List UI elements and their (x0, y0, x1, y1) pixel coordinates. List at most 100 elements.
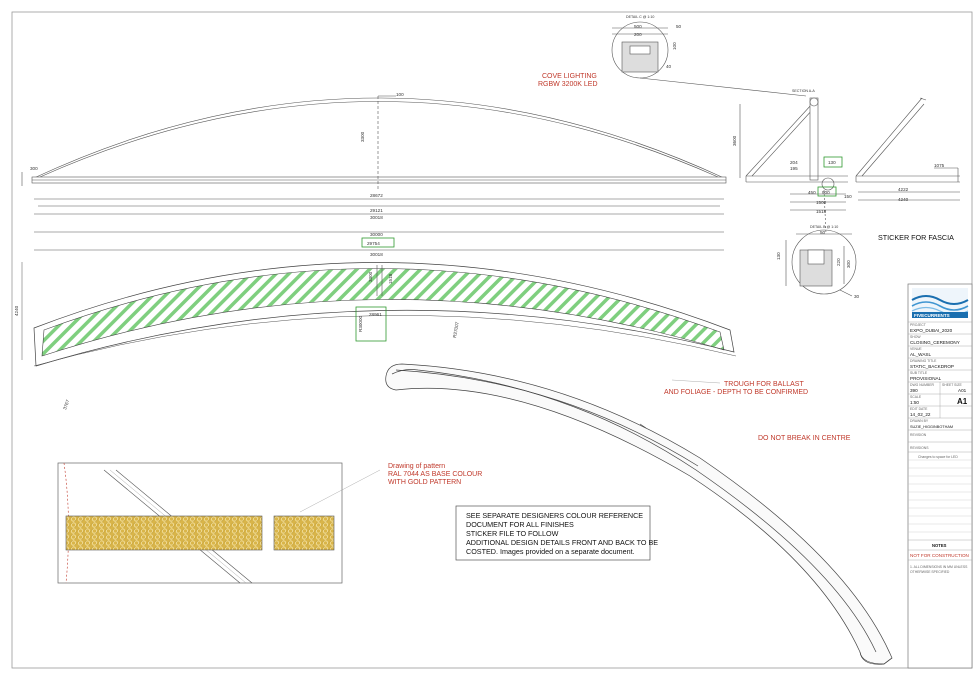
detail-c (611, 21, 807, 97)
tb-venue-label: VENUE (910, 347, 922, 351)
pattern-label-line3: WITH GOLD PATTERN (388, 479, 461, 486)
dim-4240: 4240 (14, 305, 19, 316)
dim-c-100: 100 (672, 42, 677, 50)
dim-29121: 29121 (370, 208, 383, 213)
dim-box-29754 (361, 237, 395, 248)
dim-s-204: 204 (790, 160, 798, 165)
tb-drawing-title: STATIC_BACKDROP (910, 364, 954, 369)
tb-dwg-number: 390 (910, 388, 918, 393)
title-block (907, 283, 973, 669)
dim-s-450: 450 (808, 190, 816, 195)
tb-sheet-size: A01 (958, 388, 967, 393)
dim-c-50: 50 (676, 24, 682, 29)
logo-text: FIVECURRENTS (914, 313, 950, 318)
dim-b-50: 50 (820, 230, 826, 235)
dim-c-500: 500 (634, 24, 642, 29)
dim-s-1518: 1518 (816, 209, 827, 214)
arch-plan (21, 262, 737, 367)
tb-date-label: EDIT DATE (910, 407, 928, 411)
tb-notes-line1: 1. ALL DIMENSIONS IN MM UNLESS (910, 565, 968, 569)
dim-30018-bottom: 30018 (370, 252, 383, 257)
tb-project: EXPO_DUBAI_2020 (910, 328, 953, 333)
dim-100: 100 (396, 92, 404, 97)
tb-venue: AL_WASL (910, 352, 931, 357)
dim-r30000: R30000 (358, 315, 363, 332)
dim-3767: 3767 (62, 399, 70, 411)
dim-b-130: 130 (776, 252, 781, 260)
side-elevation (855, 97, 960, 201)
tb-scale-label: SCALE (910, 395, 922, 399)
tb-show: CLOSING_CEREMONY (910, 340, 960, 345)
pattern-detail (57, 462, 381, 584)
dim-s-1075: 1075 (934, 163, 945, 168)
dim-box-s-130 (823, 156, 843, 168)
dim-28961: 28961 (369, 312, 382, 317)
dim-s-150: 150 (844, 194, 852, 199)
logo-wave-1 (911, 295, 969, 305)
detail-b-title: DETAIL B @ 1:10 (810, 225, 838, 229)
dim-29754: 29754 (367, 241, 380, 246)
arch-isometric (385, 363, 893, 665)
note-line1: SEE SEPARATE DESIGNERS COLOUR REFERENCE (466, 511, 643, 520)
dim-3300: 3300 (360, 131, 365, 142)
tb-revision-label: REVISION (910, 433, 927, 437)
tb-sub-title-label: SUB TITLE (910, 371, 928, 375)
section-aa (739, 97, 848, 235)
tb-show-label: SHOW (910, 335, 921, 339)
tb-revisions-header: REVISIONS (910, 446, 929, 450)
tb-dwg-number-label: DWG NUMBER (910, 383, 934, 387)
dim-s-3600: 3600 (732, 135, 737, 146)
tb-paper-size: A1 (957, 397, 968, 406)
no-break-label: DO NOT BREAK IN CENTRE (758, 435, 851, 442)
note-line5: COSTED. Images provided on a separate do… (466, 547, 635, 556)
tb-drawn-by: SUZIE_HIGGINBOTHAM (910, 425, 953, 429)
note-box (455, 505, 651, 561)
tb-notes-title: NOTES (932, 543, 947, 548)
dim-box-28961 (355, 306, 387, 342)
note-line4: ADDITIONAL DESIGN DETAILS FRONT AND BACK… (466, 538, 658, 547)
dim-b-220: 220 (836, 258, 841, 266)
dim-28672: 28672 (370, 193, 383, 198)
dim-1518: 1518 (388, 273, 393, 284)
trough-label-line2: AND FOLIAGE - DEPTH TO BE CONFIRMED (664, 389, 808, 396)
trough-label-line1: TROUGH FOR BALLAST (724, 381, 804, 388)
sticker-fascia-label: STICKER FOR FASCIA (878, 233, 954, 242)
dim-box-s-900 (817, 186, 837, 197)
detail-c-title: DETAIL C @ 1:10 (626, 15, 654, 19)
dim-s-195: 195 (790, 166, 798, 171)
detail-b (785, 229, 857, 297)
note-line3: STICKER FILE TO FOLLOW (466, 529, 559, 538)
dim-s-900: 900 (822, 190, 830, 195)
tb-notes-line2: OTHERWISE SPECIFIED (910, 570, 950, 574)
tb-scale: 1:50 (910, 400, 919, 405)
tb-sheet-size-label: SHEET SIZE (942, 383, 962, 387)
dim-s-4222: 4222 (898, 187, 909, 192)
arch-elevation (21, 95, 727, 251)
dim-3300-plan: 3300 (368, 271, 373, 282)
pattern-label-line1: Drawing of pattern (388, 463, 445, 470)
tb-not-for-construction: NOT FOR CONSTRUCTION (910, 553, 969, 558)
dim-s-1500: 1500 (816, 200, 827, 205)
cove-lighting-line1: COVE LIGHTING (542, 73, 597, 80)
dim-30000: 30000 (370, 232, 383, 237)
dim-r27007: R27007 (452, 321, 460, 338)
dim-s-4240: 4240 (898, 197, 909, 202)
dim-c-40: 40 (666, 64, 672, 69)
pattern-label-line2: RAL 7044 AS BASE COLOUR (388, 471, 482, 478)
dim-b-300: 300 (846, 260, 851, 268)
logo-wave-2 (911, 301, 969, 311)
section-aa-title: SECTION A-A (792, 89, 815, 93)
dim-300: 300 (30, 166, 38, 171)
tb-date: 14_02_22 (910, 412, 931, 417)
dim-30018-top: 30018 (370, 215, 383, 220)
tb-revision-1: Changes to space for LED (918, 455, 958, 459)
dim-b-30: 30 (854, 294, 860, 299)
note-line2: DOCUMENT FOR ALL FINISHES (466, 520, 574, 529)
dim-c-200: 200 (634, 32, 642, 37)
cove-lighting-line2: RGBW 3200K LED (538, 81, 598, 88)
tb-drawing-title-label: DRAWING TITLE (910, 359, 937, 363)
tb-sub-title: PROVISIONAL (910, 376, 942, 381)
dim-s-130: 130 (828, 160, 836, 165)
tb-project-label: PROJECT (910, 323, 926, 327)
